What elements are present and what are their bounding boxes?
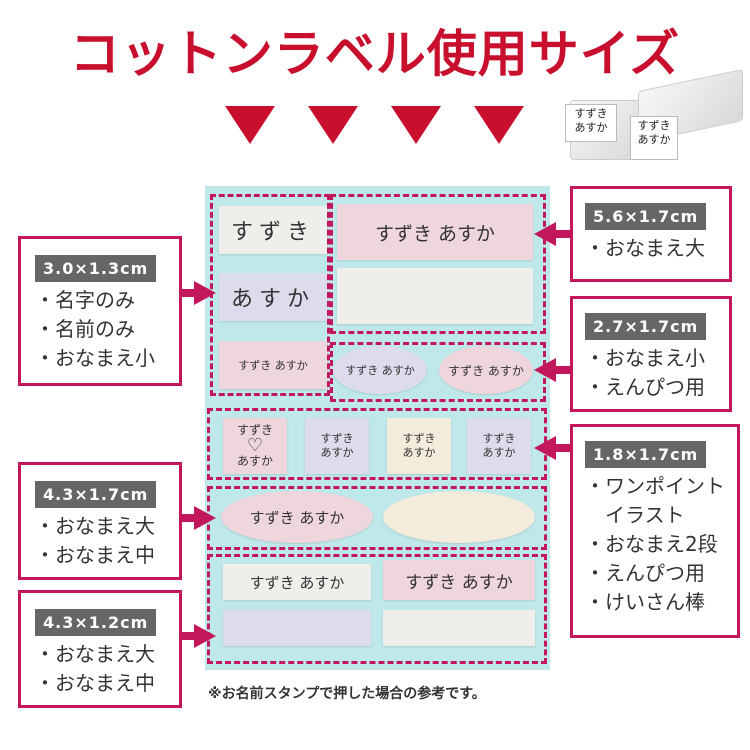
arrow-left-icon: [534, 436, 556, 460]
group-2.7x1.7: [330, 342, 546, 402]
stamp-face-left: すずき あすか: [565, 104, 617, 142]
label-text: すずき: [236, 423, 273, 437]
arrow-shaft: [554, 230, 570, 238]
arrow-right-icon: [194, 281, 216, 305]
stamp-text-line: あすか: [574, 121, 608, 134]
size-badge: 5.6×1.7cm: [585, 203, 707, 230]
use-item: ・けいさん棒: [585, 590, 705, 614]
page-title: コットンラベル使用サイズ: [69, 25, 681, 83]
stamp-text-line: すずき: [574, 107, 608, 120]
use-item: ・おなまえ小: [35, 346, 155, 370]
oval-label-2.7x1.7: すずき あすか: [333, 346, 427, 394]
callout-3.0x1.3: 3.0×1.3cm ・名字のみ ・名前のみ ・おなまえ小: [18, 236, 182, 386]
footnote: ※お名前スタンプで押した場合の参考です。: [208, 686, 486, 702]
use-item: ・おなまえ小: [585, 346, 705, 370]
label-1.8x1.7: すずき ♡ あすか: [223, 418, 287, 474]
label-3x1.3: あすか: [219, 273, 327, 321]
arrow-left-icon: [534, 358, 556, 382]
group-5.6x1.7: [330, 194, 546, 334]
use-item: ・おなまえ大: [585, 236, 705, 260]
label-text: すずき あすか: [405, 572, 513, 593]
stamp-illustration: すずき あすか すずき あすか: [560, 68, 750, 172]
callout-1.8x1.7: 1.8×1.7cm ・ワンポイント イラスト ・おなまえ2段 ・えんぴつ用 ・け…: [570, 424, 740, 638]
callout-5.6x1.7: 5.6×1.7cm ・おなまえ大: [570, 186, 732, 282]
label-text: あすか: [236, 454, 273, 468]
label-text: すずき: [482, 432, 516, 445]
label-3x1.3: すずき あすか: [219, 341, 327, 389]
use-item: ・えんぴつ用: [585, 375, 705, 399]
group-3.0x1.3: [210, 194, 330, 396]
label-text: すずき: [402, 432, 436, 445]
arrow-shaft: [554, 444, 570, 452]
label-text: あすか: [320, 446, 354, 459]
use-item: ・名字のみ: [35, 288, 135, 312]
size-badge: 4.3×1.2cm: [35, 609, 157, 636]
arrow-right-icon: [194, 506, 216, 530]
down-triangle-icon: [391, 106, 441, 144]
label-text: すずき: [230, 220, 315, 245]
label-text: あすか: [230, 287, 315, 312]
label-1.8x1.7: すずき あすか: [387, 418, 451, 474]
oval-label-2.7x1.7: すずき あすか: [439, 346, 533, 394]
down-triangle-icon: [474, 106, 524, 144]
arrow-shaft: [180, 632, 196, 640]
group-4.3x1.2: [207, 554, 547, 664]
label-4.3x1.2: すずき あすか: [223, 564, 371, 600]
use-item: イラスト: [585, 503, 685, 527]
arrow-shaft: [554, 366, 570, 374]
arrow-left-icon: [534, 222, 556, 246]
label-text: すずき あすか: [238, 359, 308, 372]
label-4.3x1.2-blank: [223, 610, 371, 646]
label-text: すずき あすか: [345, 364, 415, 377]
heart-icon: ♡: [246, 435, 264, 456]
label-text: すずき あすか: [448, 363, 524, 378]
use-item: ・おなまえ中: [35, 671, 155, 695]
group-1.8x1.7: [207, 408, 547, 480]
label-1.8x1.7: すずき あすか: [467, 418, 531, 474]
down-triangle-icon: [308, 106, 358, 144]
stamp-text-line: すずき: [637, 119, 671, 132]
use-item: ・えんぴつ用: [585, 561, 705, 585]
label-text: あすか: [482, 446, 516, 459]
use-item: ・おなまえ2段: [585, 532, 718, 556]
down-triangle-icon: [225, 106, 275, 144]
callout-4.3x1.2: 4.3×1.2cm ・おなまえ大 ・おなまえ中: [18, 590, 182, 708]
size-badge: 3.0×1.3cm: [35, 255, 157, 282]
group-4.3x1.7: [207, 486, 547, 550]
size-badge: 1.8×1.7cm: [585, 441, 707, 468]
use-item: ・おなまえ大: [35, 642, 155, 666]
use-item: ・名前のみ: [35, 317, 135, 341]
label-5.6x1.7: すずき あすか: [337, 204, 533, 260]
label-text: すずき あすか: [249, 508, 345, 527]
use-item: ・おなまえ中: [35, 543, 155, 567]
label-text: すずき あすか: [374, 222, 496, 245]
use-item: ・ワンポイント: [585, 474, 725, 498]
stamp-face-right: すずき あすか: [630, 116, 678, 160]
stamp-text-line: あすか: [637, 133, 671, 146]
oval-label-4.3x1.7: すずき あすか: [221, 491, 373, 543]
label-sheet: すずき あすか すずき あすか すずき あすか すずき あすか すずき あすか …: [205, 186, 550, 670]
oval-label-4.3x1.7-blank: [383, 491, 535, 543]
label-5.6x1.7-blank: [337, 268, 533, 324]
label-text: すずき あすか: [249, 573, 345, 592]
arrow-right-icon: [194, 624, 216, 648]
callout-2.7x1.7: 2.7×1.7cm ・おなまえ小 ・えんぴつ用: [570, 296, 732, 412]
arrow-shaft: [180, 514, 196, 522]
size-badge: 4.3×1.7cm: [35, 481, 157, 508]
label-3x1.3: すずき: [219, 206, 327, 254]
label-4.3x1.2-blank: [383, 610, 535, 646]
label-4.3x1.2: すずき あすか: [383, 560, 535, 600]
use-item: ・おなまえ大: [35, 514, 155, 538]
label-text: あすか: [402, 446, 436, 459]
size-badge: 2.7×1.7cm: [585, 313, 707, 340]
label-text: すずき: [320, 432, 354, 445]
callout-4.3x1.7: 4.3×1.7cm ・おなまえ大 ・おなまえ中: [18, 462, 182, 580]
label-1.8x1.7: すずき あすか: [305, 418, 369, 474]
arrow-shaft: [180, 289, 196, 297]
